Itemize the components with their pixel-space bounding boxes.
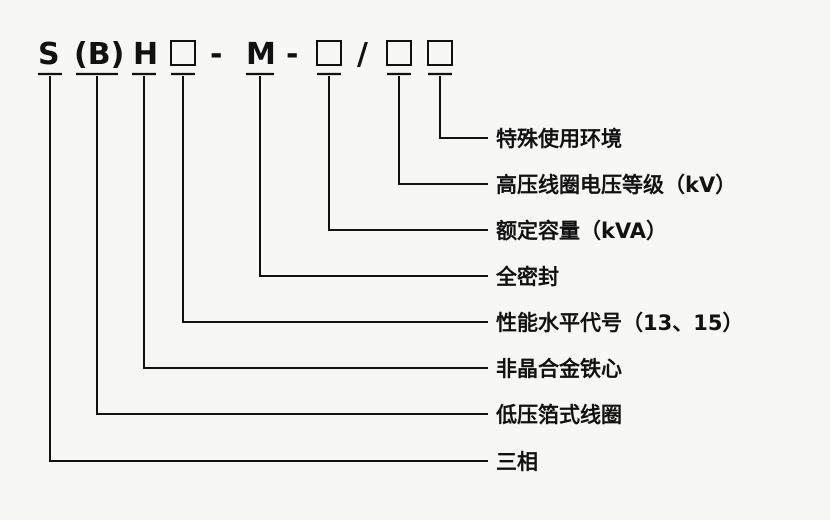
label-hv-voltage: 高压线圈电压等级（kV） [496, 173, 736, 197]
code-box-environment [427, 40, 453, 66]
label-performance-code: 性能水平代号（13、15） [496, 311, 743, 335]
label-amorphous-core: 非晶合金铁心 [496, 357, 622, 381]
connector-voltage [398, 76, 488, 185]
connector-foil [96, 76, 488, 415]
code-box-capacity [316, 40, 342, 66]
connector-capacity [328, 76, 488, 231]
label-special-environment: 特殊使用环境 [496, 127, 622, 151]
label-fully-sealed: 全密封 [495, 265, 559, 289]
label-lv-foil-winding: 低压箔式线圈 [495, 403, 622, 427]
label-rated-capacity: 额定容量（kVA） [496, 219, 667, 243]
code-slash: / [357, 37, 368, 72]
connector-performance [182, 76, 488, 323]
connector-environment [439, 76, 488, 139]
code-h: H [133, 37, 158, 72]
code-b: (B) [74, 37, 124, 72]
connector-amorphous [143, 76, 488, 369]
code-box-voltage [386, 40, 412, 66]
code-m: M [246, 37, 276, 72]
code-dash-1: - [210, 37, 222, 72]
code-box-performance [170, 40, 196, 66]
code-dash-2: - [286, 37, 298, 72]
connector-three-phase [49, 76, 488, 462]
connector-sealed [259, 76, 488, 277]
label-three-phase: 三相 [496, 450, 538, 474]
code-s: S [38, 37, 60, 72]
